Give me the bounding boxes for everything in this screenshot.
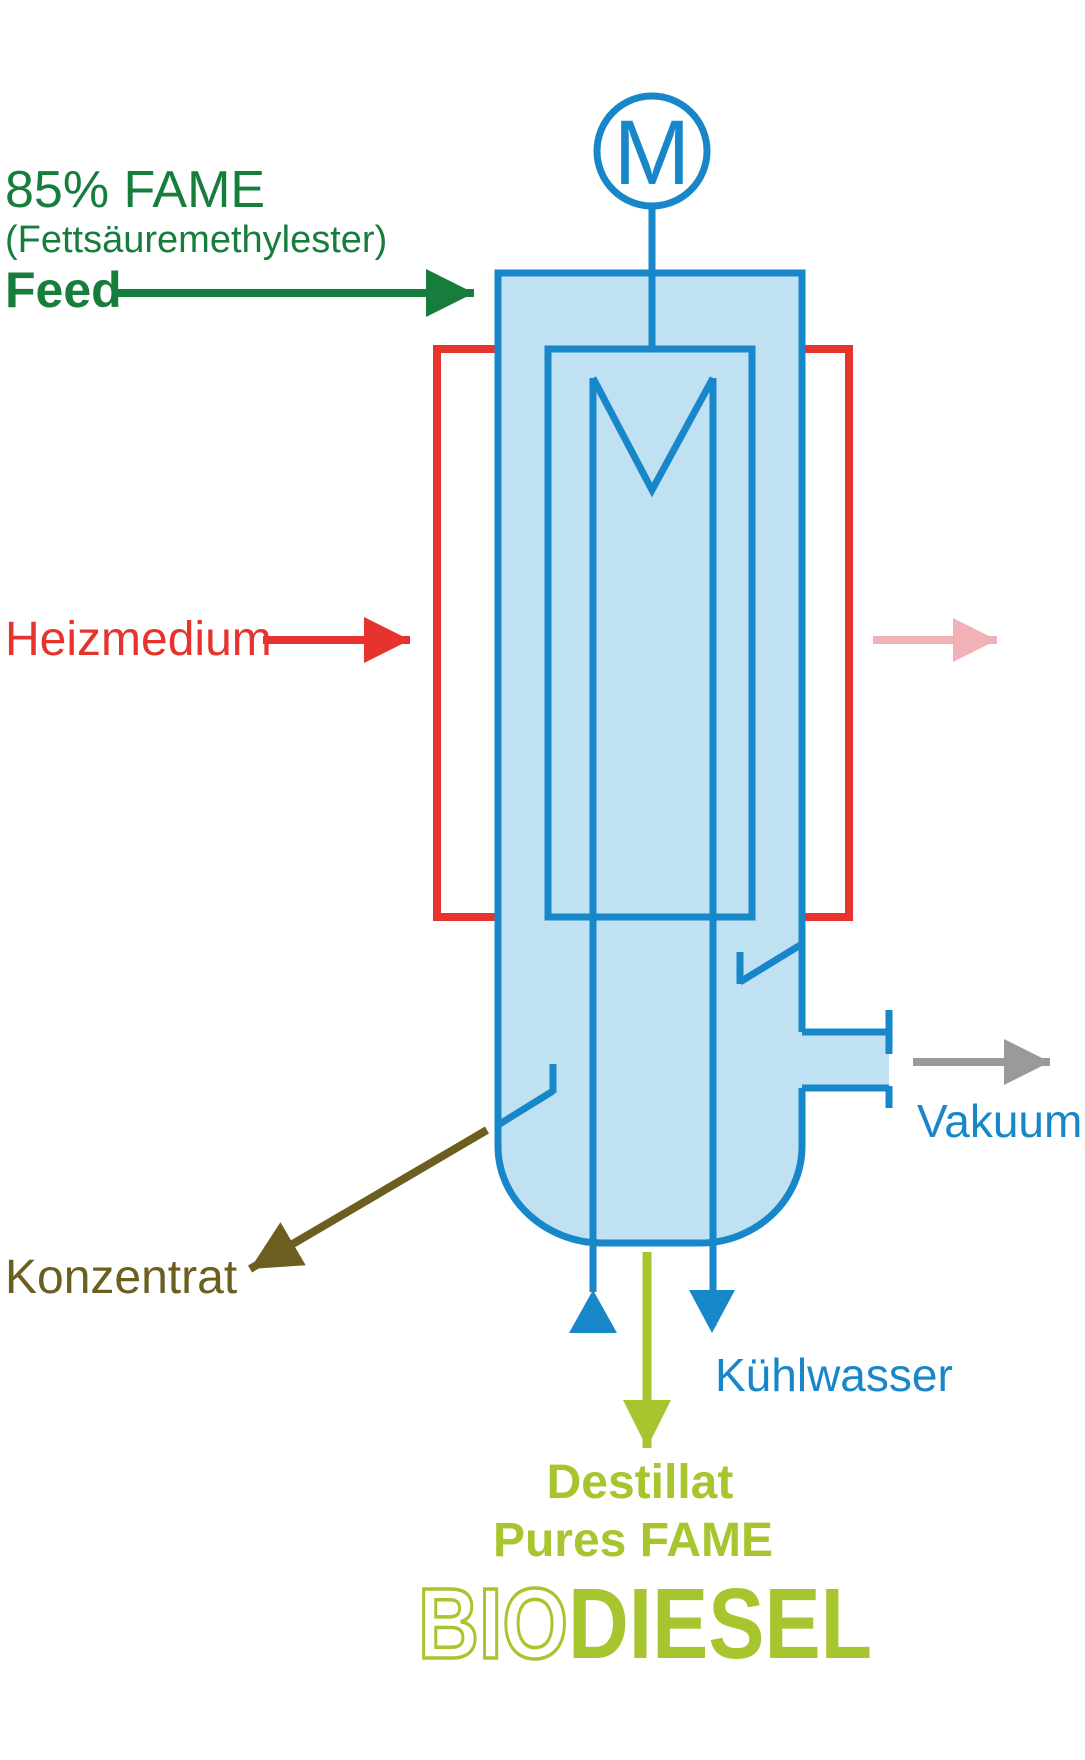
- label-cooling-water: Kühlwasser: [715, 1349, 953, 1401]
- label-concentrate: Konzentrat: [5, 1251, 237, 1304]
- concentrate-arrow: [247, 1126, 490, 1273]
- label-feed-line2: (Fettsäuremethylester): [5, 219, 387, 261]
- deflector-right: [736, 941, 804, 985]
- motor-letter: M: [614, 102, 691, 204]
- brand-diesel: DIESEL: [568, 1568, 872, 1680]
- label-heating-medium: Heizmedium: [5, 613, 272, 666]
- deflector-left: [496, 1064, 557, 1128]
- brand-bio-outline: BIO: [418, 1568, 568, 1680]
- rotor-wiper: [589, 376, 717, 498]
- cooling-water-down-arrow: [689, 1290, 735, 1333]
- label-pure-fame: Pures FAME: [493, 1514, 773, 1567]
- label-feed-line1: 85% FAME: [5, 161, 265, 219]
- label-feed: Feed: [5, 262, 122, 318]
- vacuum-nozzle: [802, 1028, 889, 1092]
- label-vacuum: Vakuum: [917, 1095, 1082, 1147]
- motor-circle: [593, 92, 711, 210]
- label-distillate: Destillat: [547, 1456, 734, 1509]
- cooling-water-up-arrow: [569, 1290, 617, 1333]
